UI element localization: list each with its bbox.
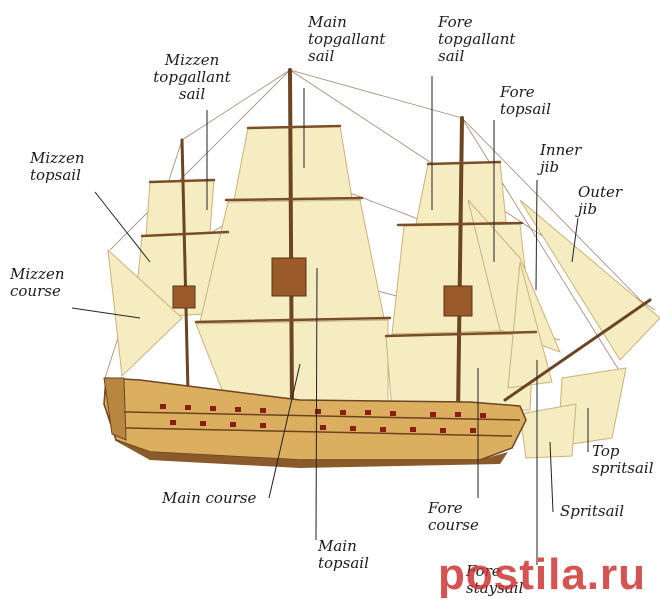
label-fore-course: Fore course (428, 499, 479, 534)
bowsprit (503, 298, 652, 402)
tops (172, 257, 473, 317)
label-fore-staysail: Fore staysail (466, 562, 524, 597)
label-inner-jib: Inner jib (540, 141, 582, 176)
spritsail-shape (519, 403, 577, 459)
inner-jib-shape (467, 199, 561, 353)
label-spritsail: Spritsail (560, 502, 625, 520)
yards (140, 124, 538, 338)
fore-staysail-shape (507, 261, 553, 389)
label-main-topsail: Main topsail (318, 537, 369, 572)
outer-jib-shape (519, 199, 660, 361)
fore-mast (456, 116, 464, 416)
leader-lines (71, 76, 589, 565)
label-outer-jib: Outer jib (578, 183, 623, 218)
label-main-topgallant-sail: Main topgallant sail (308, 13, 386, 65)
label-main-course: Main course (162, 489, 257, 507)
main-mast (288, 68, 294, 416)
label-mizzen-course: Mizzen course (10, 265, 65, 300)
label-mizzen-topsail: Mizzen topsail (30, 149, 85, 184)
mizzen-topgallant-sail-shape (145, 179, 215, 237)
label-mizzen-topgallant-sail: Mizzen topgallant sail (153, 51, 231, 103)
label-fore-topgallant-sail: Fore topgallant sail (438, 13, 516, 65)
label-fore-topsail: Fore topsail (500, 83, 551, 118)
gunports (160, 404, 486, 433)
main-topgallant-sail-shape (233, 125, 353, 201)
watermark: postila.ru (438, 550, 647, 599)
mizzen-course-shape (107, 248, 183, 378)
hull (103, 377, 527, 468)
label-top-spritsail: Top spritsail (592, 442, 654, 477)
